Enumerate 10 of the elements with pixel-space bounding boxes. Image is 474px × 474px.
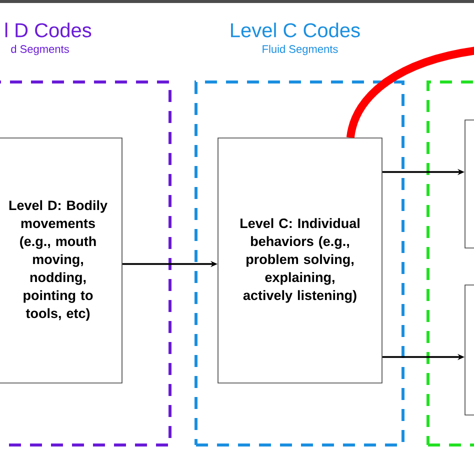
process-box <box>464 284 474 416</box>
group-heading: Level C Codes <box>231 22 360 38</box>
process-box <box>464 120 474 248</box>
group-subheading: d Segments <box>11 44 69 56</box>
process-box: Level D: Bodily movements (e.g., mouth moving, nodding, pointing to tools, etc) <box>0 138 122 384</box>
dashed-group-frame <box>426 80 474 446</box>
group-subheading: Fluid Segments <box>262 44 338 56</box>
group-heading: l D Codes <box>5 22 92 38</box>
process-box: Level C: Individual behaviors (e.g., problem solving, explaining, actively listening) <box>218 138 382 384</box>
curved-line <box>346 46 474 138</box>
